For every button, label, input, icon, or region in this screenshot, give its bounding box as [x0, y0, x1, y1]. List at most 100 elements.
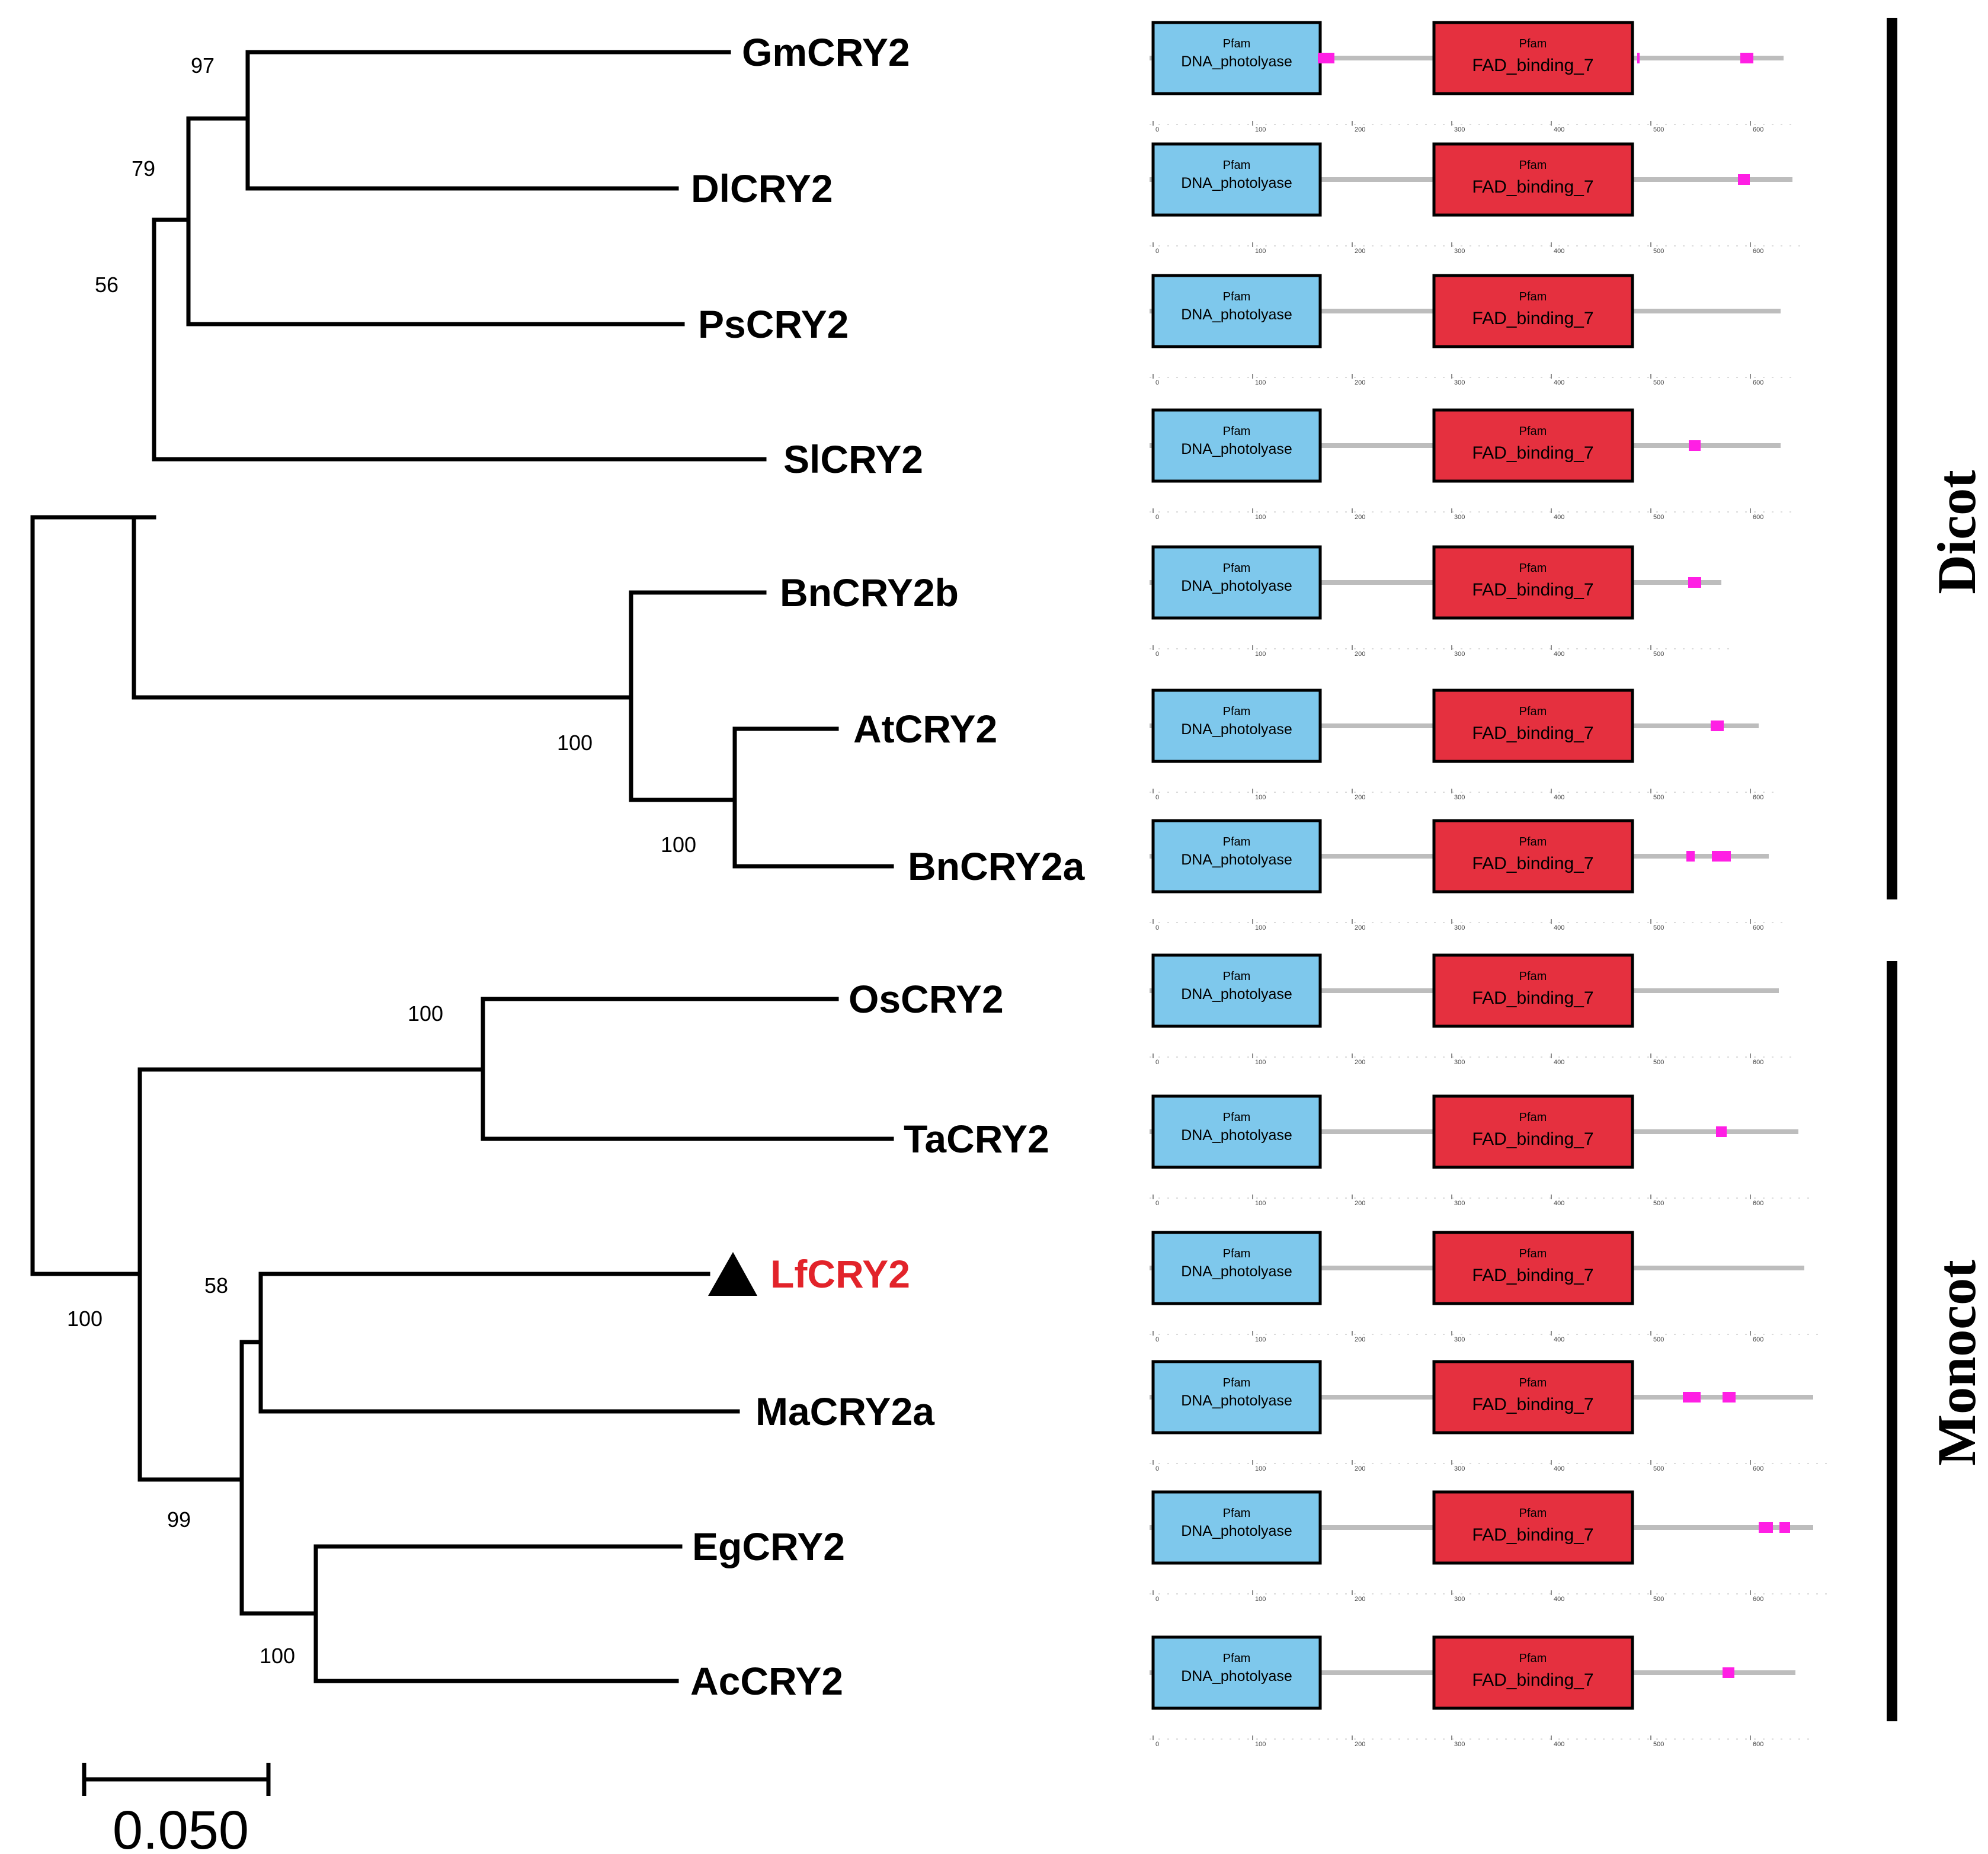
- dna-photolyase-domain: [1151, 545, 1322, 620]
- dna-photolyase-label: DNA_photolyase: [1181, 986, 1292, 1003]
- dna-photolyase-domain: [1151, 953, 1322, 1028]
- dna-photolyase-domain: [1151, 1231, 1322, 1305]
- pfam-label: Pfam: [1223, 37, 1251, 50]
- dna-photolyase-domain: [1151, 274, 1322, 348]
- bootstrap-value: 100: [661, 832, 696, 857]
- taxon-label: PsCRY2: [698, 302, 849, 346]
- ruler-tick-label: 500: [1653, 1465, 1664, 1472]
- fad-binding-domain: [1432, 1094, 1634, 1169]
- ruler-tick-label: 300: [1454, 1596, 1465, 1603]
- ruler-tick-label: 100: [1255, 379, 1266, 386]
- ruler-tick-label: 0: [1155, 1741, 1159, 1748]
- taxon-label: OsCRY2: [849, 977, 1004, 1021]
- scale-bar-label: 0.050: [113, 1800, 249, 1851]
- dna-photolyase-label: DNA_photolyase: [1181, 851, 1292, 868]
- fad-binding-label: FAD_binding_7: [1472, 1266, 1593, 1285]
- ruler-tick-label: 100: [1255, 1336, 1266, 1343]
- pfam-label: Pfam: [1223, 1247, 1251, 1260]
- motif-marker: [1688, 577, 1701, 588]
- dna-photolyase-label: DNA_photolyase: [1181, 53, 1292, 70]
- ruler-tick-label: 200: [1355, 651, 1365, 658]
- taxon-label: LfCRY2: [770, 1252, 910, 1296]
- ruler-tick-label: 600: [1753, 1336, 1763, 1343]
- pfam-label: Pfam: [1223, 1376, 1251, 1389]
- pfam-label: Pfam: [1519, 835, 1547, 848]
- ruler-tick-label: 600: [1753, 924, 1763, 931]
- ruler-tick-label: 100: [1255, 1465, 1266, 1472]
- branch-root: [30, 515, 142, 1276]
- branch-monocot: [137, 1067, 485, 1482]
- ruler-tick-label: 600: [1753, 1596, 1763, 1603]
- fad-binding-domain: [1432, 21, 1634, 95]
- fad-binding-label: FAD_binding_7: [1472, 854, 1593, 873]
- ruler-tick-label: 200: [1355, 379, 1365, 386]
- motif-marker: [1759, 1522, 1773, 1533]
- ruler-tick-label: 300: [1454, 1336, 1465, 1343]
- pfam-label: Pfam: [1223, 159, 1251, 172]
- ruler-tick-label: 200: [1355, 1059, 1365, 1066]
- dna-photolyase-label: DNA_photolyase: [1181, 306, 1292, 323]
- motif-marker: [1683, 1392, 1701, 1402]
- fad-binding-label: FAD_binding_7: [1472, 1129, 1593, 1149]
- ruler-tick-label: 600: [1753, 1465, 1763, 1472]
- taxon-label: AtCRY2: [853, 707, 997, 751]
- fad-binding-domain: [1432, 274, 1634, 348]
- bootstrap-value: 79: [132, 156, 155, 181]
- ruler-tick-label: 0: [1155, 1596, 1159, 1603]
- branch-79: [186, 116, 685, 326]
- fad-binding-domain: [1432, 1360, 1634, 1434]
- motif-marker: [1779, 1522, 1790, 1533]
- ruler-tick-label: 600: [1753, 1059, 1763, 1066]
- ruler-tick-label: 100: [1255, 794, 1266, 801]
- motif-marker: [1740, 53, 1753, 63]
- ruler-tick-label: 200: [1355, 126, 1365, 133]
- dna-photolyase-label: DNA_photolyase: [1181, 721, 1292, 738]
- branch-brassica: [629, 590, 767, 802]
- fad-binding-domain: [1432, 1231, 1634, 1305]
- ruler-tick-label: 0: [1155, 248, 1159, 255]
- ruler-tick-label: 400: [1554, 794, 1564, 801]
- ruler-tick-label: 600: [1753, 794, 1763, 801]
- taxon-label: BnCRY2a: [908, 844, 1086, 888]
- fad-binding-label: FAD_binding_7: [1472, 443, 1593, 463]
- ruler-tick-label: 100: [1255, 651, 1266, 658]
- fad-binding-label: FAD_binding_7: [1472, 56, 1593, 75]
- taxon-label: BnCRY2b: [780, 571, 959, 614]
- pfam-label: Pfam: [1519, 1111, 1547, 1124]
- dna-photolyase-label: DNA_photolyase: [1181, 175, 1292, 191]
- ruler-tick-label: 300: [1454, 1465, 1465, 1472]
- branch-os-ta: [481, 997, 894, 1141]
- dicot-label: Dicot: [1926, 470, 1987, 594]
- ruler-tick-label: 100: [1255, 924, 1266, 931]
- ruler-tick-label: 400: [1554, 651, 1564, 658]
- dna-photolyase-label: DNA_photolyase: [1181, 1263, 1292, 1280]
- scale-bar: [82, 1763, 271, 1796]
- ruler-tick-label: 500: [1653, 248, 1664, 255]
- pfam-label: Pfam: [1223, 290, 1251, 303]
- branch-eg-ac: [313, 1544, 683, 1683]
- fad-binding-label: FAD_binding_7: [1472, 1670, 1593, 1690]
- taxa-labels: GmCRY2DlCRY2PsCRY2SlCRY2BnCRY2bAtCRY2BnC…: [690, 30, 1086, 1703]
- ruler-tick-label: 0: [1155, 379, 1159, 386]
- ruler-tick-label: 0: [1155, 1200, 1159, 1207]
- ruler-tick-label: 0: [1155, 794, 1159, 801]
- pfam-label: Pfam: [1519, 970, 1547, 983]
- fad-binding-domain: [1432, 689, 1634, 763]
- monocot-label: Monocot: [1926, 1260, 1987, 1466]
- ruler-tick-label: 300: [1454, 1741, 1465, 1748]
- highlight-triangle-icon: [708, 1252, 757, 1296]
- ruler-tick-label: 500: [1653, 379, 1664, 386]
- dna-photolyase-label: DNA_photolyase: [1181, 1127, 1292, 1144]
- pfam-label: Pfam: [1519, 425, 1547, 438]
- ruler-tick-label: 600: [1753, 248, 1763, 255]
- fad-binding-domain: [1432, 1490, 1634, 1565]
- ruler-tick-label: 400: [1554, 1596, 1564, 1603]
- ruler-tick-label: 100: [1255, 514, 1266, 521]
- ruler-tick-label: 300: [1454, 379, 1465, 386]
- ruler-tick-label: 200: [1355, 1200, 1365, 1207]
